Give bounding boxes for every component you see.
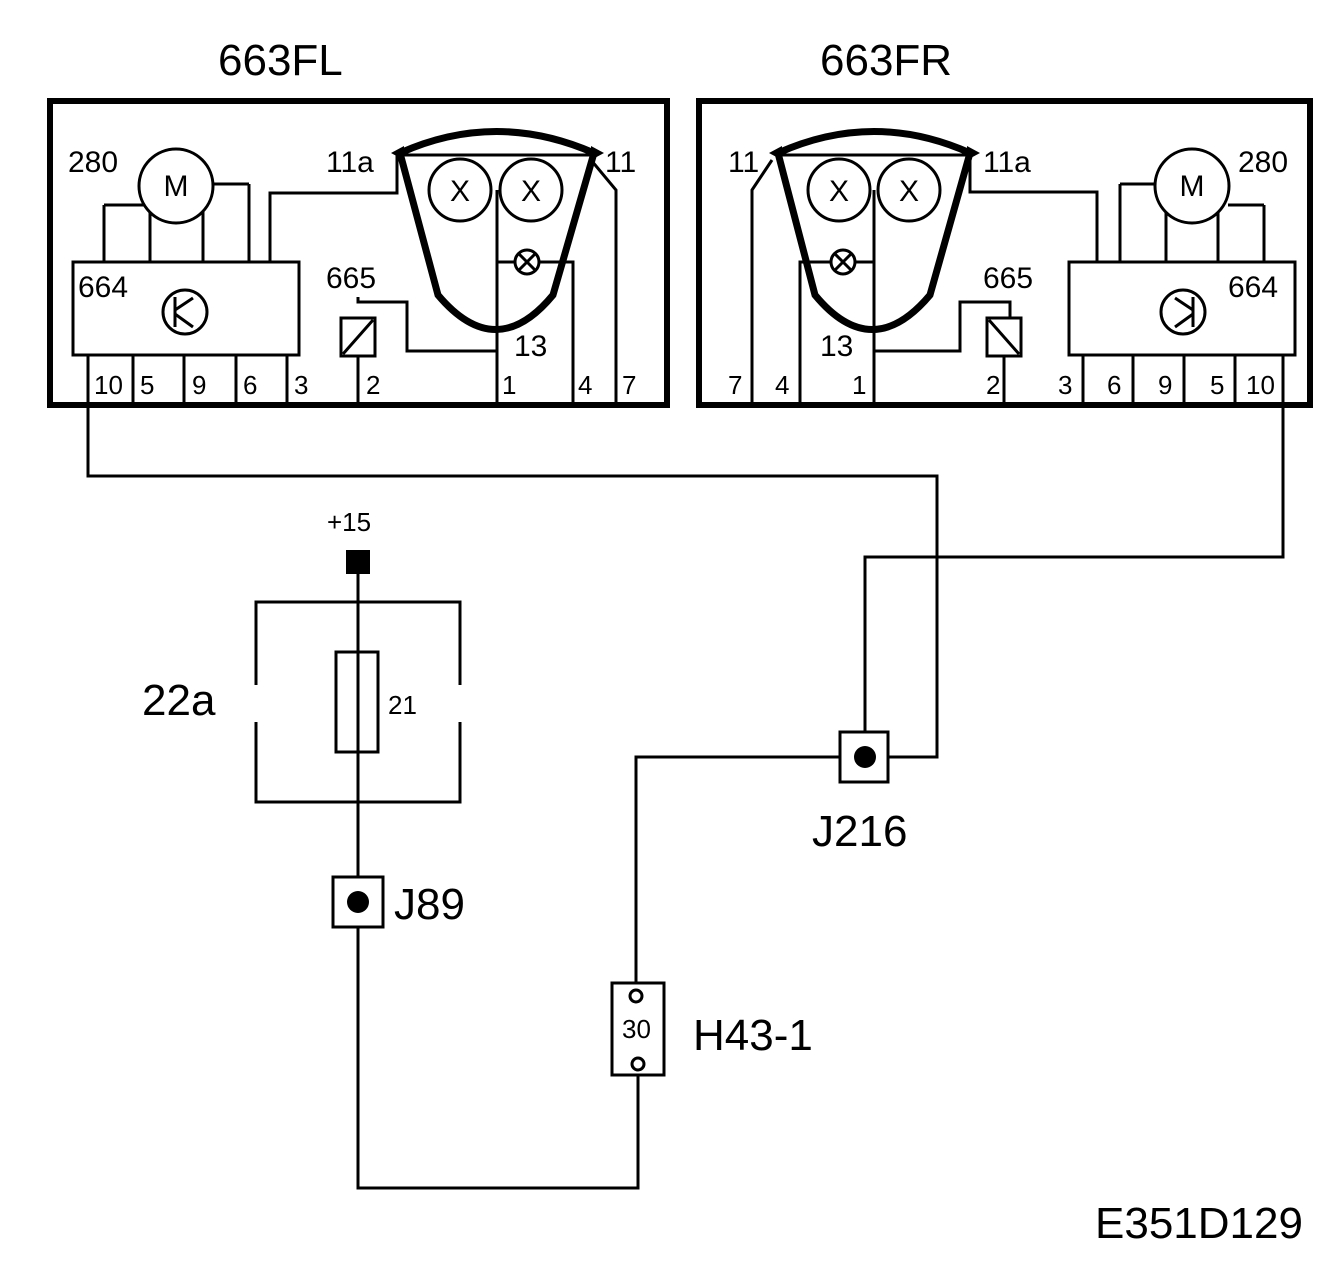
pin-right-2: 4 <box>775 370 789 400</box>
motor-symbol-right <box>1153 147 1231 225</box>
svg-text:X: X <box>521 175 541 208</box>
fuse-label: 21 <box>388 690 417 720</box>
pin-left-1: 10 <box>94 370 123 400</box>
lamp-label-11a-left: 11a <box>326 146 374 179</box>
pin-right-5: 3 <box>1058 370 1072 400</box>
wire-j216-to-h43 <box>634 755 840 985</box>
svg-text:X: X <box>899 175 919 208</box>
supply-terminal <box>346 550 370 574</box>
svg-text:X: X <box>450 175 470 208</box>
lamp-label-11-right: 11 <box>728 146 759 179</box>
pin-right-3: 1 <box>852 370 866 400</box>
wire-left-pin10-to-j216 <box>86 405 939 759</box>
pin-left-6: 2 <box>366 370 380 400</box>
module-title-right: 663FR <box>820 36 952 85</box>
pin-left-3: 9 <box>192 370 206 400</box>
transistor-icon-left <box>161 288 209 336</box>
pin-left-2: 5 <box>140 370 154 400</box>
bulb-icon-left-1 <box>427 157 493 223</box>
module-663fr: 663FR 11 11a X X 13 665 <box>696 36 1313 408</box>
pin-left-4: 6 <box>243 370 257 400</box>
motor-ref-left: 280 <box>68 146 118 179</box>
motor-ref-right: 280 <box>1238 146 1288 179</box>
pin-right-4: 2 <box>986 370 1000 400</box>
supply-label: +15 <box>327 507 371 537</box>
pin-left-7: 1 <box>502 370 516 400</box>
pin-left-9: 7 <box>622 370 636 400</box>
fuse-box-22a: 21 22a <box>142 600 462 804</box>
drawing-code: E351D129 <box>1095 1199 1303 1248</box>
lamp-label-11a-right: 11a <box>983 146 1031 179</box>
module-663fl: 663FL M 280 664 665 11a 11 X <box>47 36 670 408</box>
lamp-label-13-left: 13 <box>514 330 547 363</box>
pin-right-6: 6 <box>1107 370 1121 400</box>
control-unit-label-right: 664 <box>1228 271 1278 304</box>
motor-symbol-left <box>137 147 215 225</box>
bulb-icon-left-2 <box>498 157 564 223</box>
control-unit-right <box>1067 260 1297 357</box>
connector-j89-label: J89 <box>394 880 465 929</box>
connector-j216: J216 <box>812 730 907 856</box>
motor-label-right: M <box>1180 170 1205 203</box>
relay-label-right: 665 <box>983 262 1033 295</box>
connector-j89: J89 <box>331 875 465 929</box>
lamp-label-11-left: 11 <box>605 146 636 179</box>
connector-h43-label: H43-1 <box>693 1011 813 1060</box>
connector-h43-pin: 30 <box>622 1014 651 1044</box>
wire-right-pin10-to-j216 <box>863 405 1285 732</box>
pin-right-1: 7 <box>728 370 742 400</box>
connector-j216-label: J216 <box>812 807 907 856</box>
transistor-icon-right <box>1159 288 1207 336</box>
control-unit-left <box>71 260 301 357</box>
bulb-icon-right-2 <box>876 157 942 223</box>
pin-left-8: 4 <box>578 370 592 400</box>
pin-right-7: 9 <box>1158 370 1172 400</box>
pin-left-5: 3 <box>294 370 308 400</box>
pin-right-8: 5 <box>1210 370 1224 400</box>
lamp-label-13-right: 13 <box>820 330 853 363</box>
svg-text:X: X <box>829 175 849 208</box>
wire-h43-to-j89 <box>356 927 640 1190</box>
bulb-icon-right-1 <box>806 157 872 223</box>
pin-right-9: 10 <box>1246 370 1275 400</box>
connector-h43: 30 H43-1 <box>610 981 813 1077</box>
module-title-left: 663FL <box>218 36 343 85</box>
fuse-box-label: 22a <box>142 676 216 725</box>
motor-label-left: M <box>164 170 189 203</box>
control-unit-label-left: 664 <box>78 271 128 304</box>
relay-label-left: 665 <box>326 262 376 295</box>
